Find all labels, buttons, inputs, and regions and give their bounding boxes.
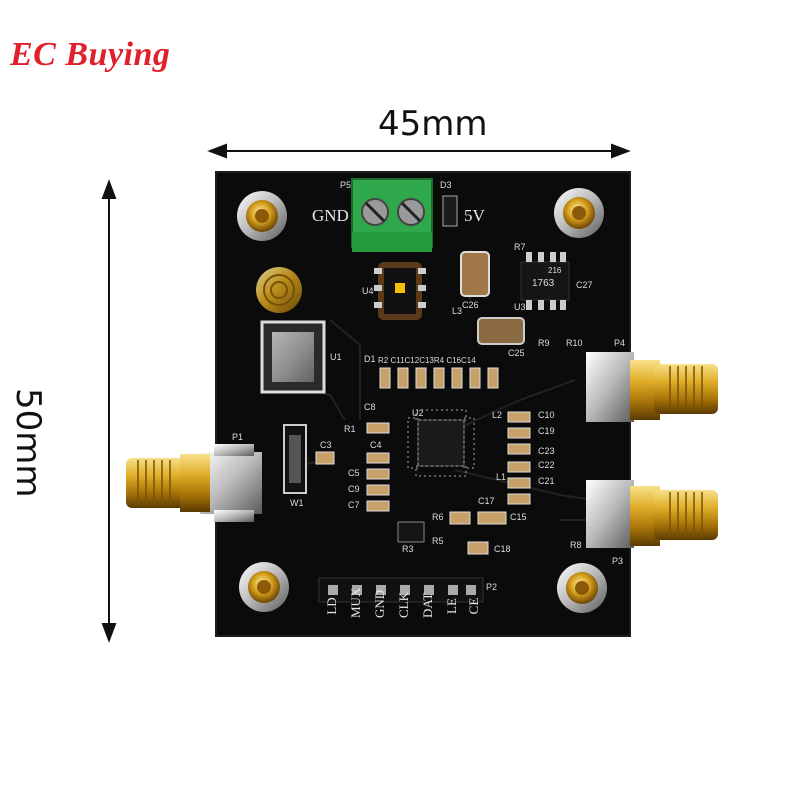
- smd-capacitor-row: [379, 367, 499, 389]
- width-dimension-label: 45mm: [378, 104, 488, 144]
- ref-l2: L2: [492, 410, 503, 420]
- height-dimension-arrow: [101, 179, 117, 643]
- ref-u3: U3: [514, 302, 526, 312]
- ref-r9: R9: [538, 338, 550, 348]
- regulator-marking: 1763: [532, 278, 555, 289]
- ref-cap-row: R2 C11C12C13R4 C16C14: [378, 356, 476, 365]
- sma-connector-left: [126, 444, 262, 522]
- ref-c21: C21: [538, 476, 555, 486]
- mounting-hole: [554, 188, 604, 238]
- resistor-array: [397, 521, 425, 543]
- ref-c23: C23: [538, 446, 555, 456]
- ref-p4: P4: [614, 338, 626, 348]
- ref-c10: C10: [538, 410, 555, 420]
- ref-c26: C26: [462, 300, 479, 310]
- gnd-label: GND: [312, 206, 349, 225]
- ref-c19: C19: [538, 426, 555, 436]
- ref-c3: C3: [320, 440, 332, 450]
- ref-c25: C25: [508, 348, 525, 358]
- sma-connector-right-bottom: [586, 480, 718, 548]
- 5v-label: 5V: [464, 206, 485, 225]
- regulator-code: 216: [548, 266, 562, 275]
- capacitor: [460, 251, 490, 297]
- header-pin-ce: CE: [466, 597, 481, 615]
- ref-c7: C7: [348, 500, 360, 510]
- crystal-oscillator: [260, 320, 326, 394]
- ref-c22: C22: [538, 460, 555, 470]
- ref-u2: U2: [412, 408, 424, 418]
- ref-c27: C27: [576, 280, 593, 290]
- ref-u4: U4: [362, 286, 374, 296]
- pll-synthesizer-chip: [407, 409, 475, 477]
- ref-p2: P2: [486, 582, 498, 592]
- ref-r7: R7: [514, 242, 526, 252]
- mounting-hole: [239, 562, 289, 612]
- led: [442, 195, 458, 227]
- smd-capacitor-group-right: [449, 411, 531, 555]
- ref-d1: D1: [364, 354, 376, 364]
- logo-pad: [256, 267, 302, 313]
- header-pin-dat: DAT: [420, 592, 435, 618]
- ref-c4: C4: [370, 440, 382, 450]
- voltage-regulator-chip: [520, 252, 570, 310]
- header-pin-ld: LD: [324, 597, 339, 615]
- header-pin-gnd: GND: [372, 589, 387, 618]
- brand-logo: EC Buying: [10, 36, 171, 73]
- power-terminal-block: [351, 178, 433, 252]
- ref-r1: R1: [344, 424, 356, 434]
- sma-connector-right-top: [586, 352, 718, 422]
- ref-r5: R5: [432, 536, 444, 546]
- ref-c9: C9: [348, 484, 360, 494]
- ref-r8: R8: [570, 540, 582, 550]
- ref-c17: C17: [478, 496, 495, 506]
- header-pin-le: LE: [444, 598, 459, 614]
- mounting-hole: [557, 563, 607, 613]
- ref-c18: C18: [494, 544, 511, 554]
- header-pin-clk: CLK: [396, 592, 411, 618]
- ref-r10: R10: [566, 338, 583, 348]
- balun-transformer: [374, 262, 426, 320]
- ref-c5: C5: [348, 468, 360, 478]
- mounting-hole: [237, 191, 287, 241]
- ref-p1: P1: [232, 432, 244, 442]
- ref-l1: L1: [496, 472, 507, 482]
- ref-c15: C15: [510, 512, 527, 522]
- ref-p5: P5: [340, 180, 352, 190]
- inductor: [477, 317, 525, 345]
- ref-l3: L3: [452, 306, 463, 316]
- header-pin-mux: MUX: [348, 587, 363, 618]
- width-dimension-arrow: [207, 143, 631, 159]
- ref-u1: U1: [330, 352, 342, 362]
- ref-c8: C8: [364, 402, 376, 412]
- ref-d3: D3: [440, 180, 452, 190]
- ref-r6: R6: [432, 512, 444, 522]
- pin-header: [318, 577, 484, 603]
- jumper: [283, 424, 307, 494]
- ref-r3: R3: [402, 544, 414, 554]
- smd-capacitor-group-left: [315, 422, 390, 512]
- height-dimension-label: 50mm: [8, 388, 48, 498]
- ref-p3: P3: [612, 556, 624, 566]
- ref-w1: W1: [290, 498, 304, 508]
